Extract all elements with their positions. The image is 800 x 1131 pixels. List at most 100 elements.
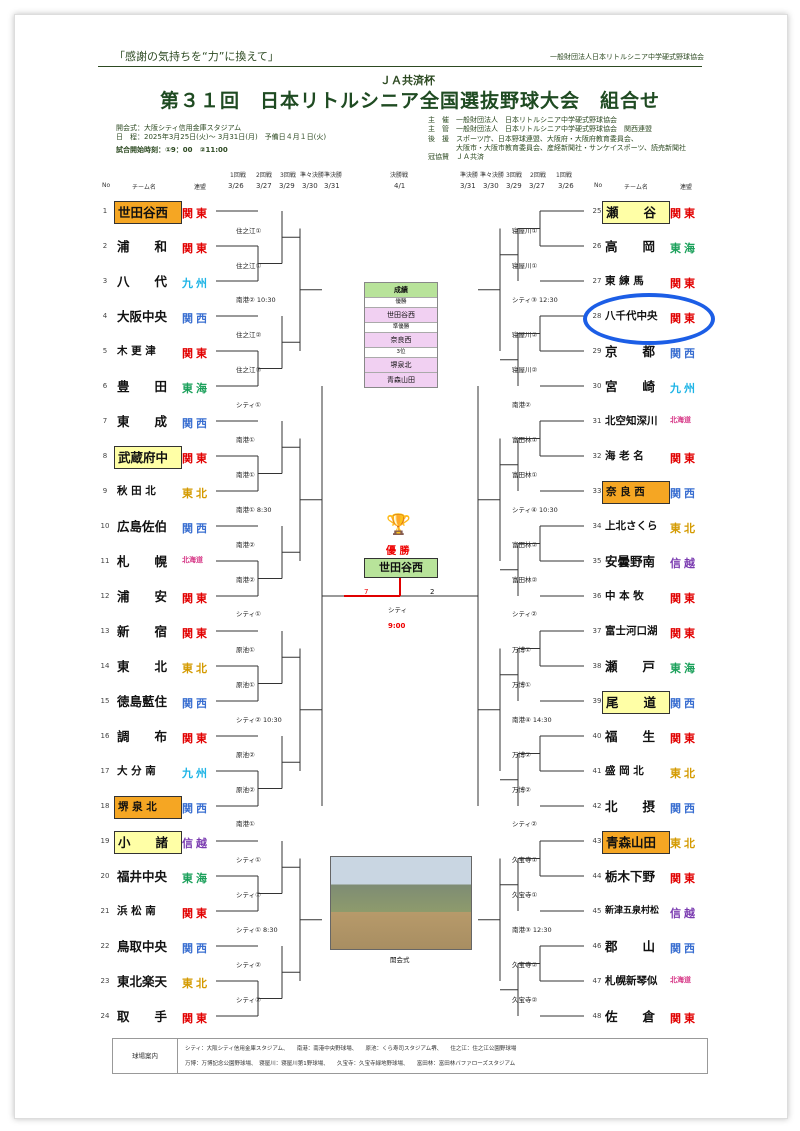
team-name: 広島佐伯 [117,519,168,534]
team-name-box: 佐 倉 [602,1006,668,1027]
team-name: 尾 道 [606,695,657,710]
organizer-line: 主 管 一般財団法人 日本リトルシニア中学硬式野球協会 関西連盟 [428,125,652,134]
team-league: 関東 [182,732,210,745]
team-number: 17 [100,767,110,775]
team-number: 40 [592,732,602,740]
team-name-box: 徳島藍住 [114,691,180,712]
results-title: 成績 [365,283,437,298]
team-name: 浦 安 [117,589,168,604]
venue-label: 南港① [236,471,255,479]
team-number: 14 [100,662,110,670]
team-league: 東海 [670,242,698,255]
venue-label: 富田林② [512,576,538,584]
venue-label: 原池② [236,751,255,759]
team-league: 関東 [182,907,210,920]
team-name: 福井中央 [117,869,168,884]
team-name: 奈 良 西 [606,486,645,498]
team-number: 24 [100,1012,110,1020]
venue-label: 久宝寺② [512,996,538,1004]
venue-legend: 球場案内 シティ：大阪シティ信用金庫スタジアム、 南港：南港中央野球場、 原池：… [112,1038,708,1074]
team-number: 36 [592,592,602,600]
final-left-score: 7 [364,588,369,596]
team-name-box: 北 摂 [602,796,668,817]
team-league: 関東 [182,452,210,465]
team-league: 関西 [670,347,698,360]
team-number: 46 [592,942,602,950]
team-number: 16 [100,732,110,740]
team-name: 盛 岡 北 [605,765,644,777]
team-league: 東北 [670,522,698,535]
col-r2-right: 2回戦 [530,172,546,179]
team-name-box: 鳥取中央 [114,936,180,957]
legend-line-2: 万博：万博記念公園野球場、 寝屋川：寝屋川第1野球場、 久宝寺：久宝寺緑地野球場… [185,1061,516,1067]
support-line-2: 大阪市・大阪市教育委員会、産経新聞社・サンケイスポーツ、読売新聞社 [428,143,686,152]
team-name: 宮 崎 [605,379,656,394]
team-name-box: 新 宿 [114,621,180,642]
team-name: 郡 山 [605,939,656,954]
header-divider [98,66,702,67]
team-number: 9 [102,487,108,495]
team-league: 東海 [670,662,698,675]
team-name-box: 新津五泉村松 [602,901,668,922]
team-name-box: 北空知深川 [602,411,668,432]
venue-label: 住之江② [236,331,262,339]
trophy-icon: 🏆 [386,512,411,536]
winner-team: 世田谷西 [365,308,437,323]
team-number: 32 [592,452,602,460]
team-name: 浦 和 [117,239,168,254]
team-name-box: 広島佐伯 [114,516,180,537]
team-number: 43 [592,837,602,845]
team-number: 39 [592,697,602,705]
team-name: 栃木下野 [605,869,656,884]
team-number: 44 [592,872,602,880]
date-r2-right: 3/27 [529,182,545,190]
date-r1-left: 3/26 [228,182,244,190]
team-name-box: 浜 松 南 [114,901,180,922]
team-name-box: 尾 道 [602,691,670,714]
team-name: 鳥取中央 [117,939,168,954]
support-line: 後 援 スポーツ庁、日本野球連盟、大阪府・大阪府教育委員会、 [428,134,638,143]
team-league: 九州 [182,277,210,290]
venue-label: 寝屋川② [512,366,538,374]
team-league: 関西 [670,802,698,815]
team-name: 安曇野南 [605,554,656,569]
final-right-score: 2 [430,588,435,596]
team-league: 関西 [670,942,698,955]
team-name-box: 大阪中央 [114,306,180,327]
team-name-box: 京 都 [602,341,668,362]
team-name-box: 青森山田 [602,831,670,854]
team-number: 12 [100,592,110,600]
team-name-box: 浦 安 [114,586,180,607]
team-name: 徳島藍住 [117,694,168,709]
team-number: 35 [592,557,602,565]
team-league: 北海道 [670,416,691,424]
team-number: 42 [592,802,602,810]
team-league: 東北 [182,487,210,500]
team-league: 関東 [670,1012,698,1025]
team-name-box: 小 諸 [114,831,182,854]
team-name: 武蔵府中 [118,450,169,465]
team-number: 18 [100,802,110,810]
team-league: 関東 [670,452,698,465]
photo-caption: 開会式 [390,956,410,964]
col-sf-left: 準決勝 [324,172,343,179]
team-league: 関東 [670,872,698,885]
team-name-box: 調 布 [114,726,180,747]
team-league: 九州 [182,767,210,780]
team-number: 13 [100,627,110,635]
team-name-box: 安曇野南 [602,551,668,572]
champion-label: 優 勝 [386,546,410,557]
team-number: 6 [102,382,108,390]
team-name-box: 中 本 牧 [602,586,668,607]
team-league: 関東 [182,347,210,360]
venue-line: 開会式：大阪シティ信用金庫スタジアム [116,124,242,132]
third-team-b: 青森山田 [365,373,437,387]
venue-label: 寝屋川① [512,262,538,270]
final-time: 9:00 [388,622,406,630]
team-number: 7 [102,417,108,425]
team-name-box: 堺 泉 北 [114,796,182,819]
team-league: 北海道 [670,976,691,984]
venue-label: シティ① [236,401,261,409]
team-number: 29 [592,347,602,355]
team-name-box: 富士河口湖 [602,621,668,642]
